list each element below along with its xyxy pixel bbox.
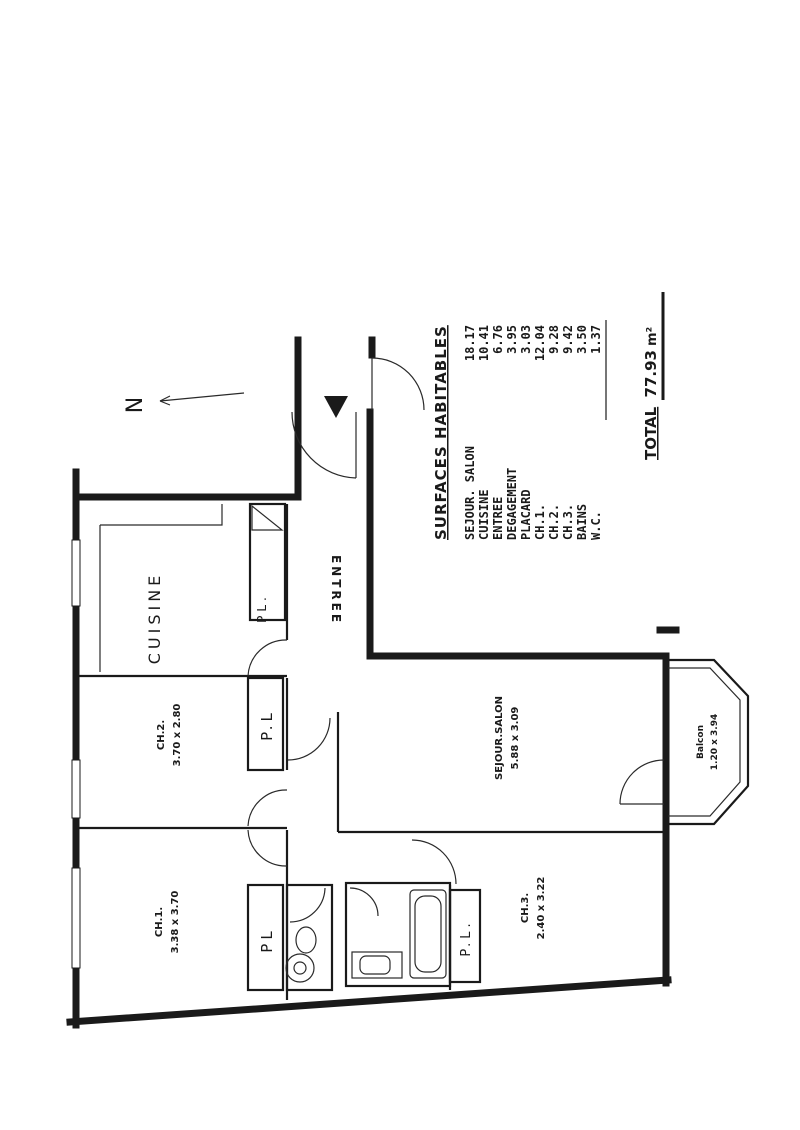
surface-value: 12.04 — [533, 325, 547, 361]
surface-value: 1.37 — [589, 325, 603, 354]
surfaces-row: PLACARD 3.03 — [519, 325, 533, 540]
surfaces-table: SURFACES HABITABLES SEJOUR. SALON 18.17 … — [432, 292, 665, 540]
surface-value: 3.50 — [575, 325, 589, 354]
placard-ch1-label: PL — [258, 927, 276, 952]
surface-value: 3.95 — [505, 325, 519, 354]
placard-cuisine-label: PL. — [255, 593, 269, 623]
surfaces-row: CH.1. 12.04 — [533, 325, 547, 540]
surfaces-title: SURFACES HABITABLES — [432, 325, 450, 540]
surfaces-row: ENTREE 6.76 — [491, 325, 505, 540]
total-unit: m² — [645, 327, 660, 346]
entrance-arrow-icon — [324, 396, 348, 418]
surface-label: CUISINE — [477, 489, 491, 540]
total-label: TOTAL — [642, 406, 660, 460]
doors — [247, 357, 665, 923]
placard-ch2-label: P.L — [258, 709, 276, 741]
room-ch1-dims: 3.38 x 3.70 — [170, 891, 181, 954]
balcony — [668, 658, 750, 826]
balcony-label: Balcon — [696, 725, 706, 759]
north-label: N — [123, 393, 148, 413]
room-entree-label: ENTREE — [329, 555, 343, 625]
surfaces-row: CH.2. 9.28 — [547, 325, 561, 540]
surface-label: SEJOUR. SALON — [463, 446, 477, 540]
surface-value: 3.03 — [519, 325, 533, 354]
surfaces-row: CUISINE 10.41 — [477, 325, 491, 540]
surface-label: W.C. — [589, 511, 603, 540]
surface-value: 9.42 — [561, 325, 575, 354]
room-sejour-dims: 5.88 x 3.09 — [510, 707, 521, 770]
surfaces-row: W.C. 1.37 — [589, 325, 603, 540]
room-ch3-dims: 2.40 x 3.22 — [536, 877, 547, 940]
surface-label: CH.3. — [561, 504, 575, 540]
surfaces-row: SEJOUR. SALON 18.17 — [463, 325, 477, 540]
surface-value: 18.17 — [463, 325, 477, 361]
surface-label: ENTREE — [491, 497, 505, 540]
surface-label: CH.2. — [547, 504, 561, 540]
total-value: 77.93 — [642, 350, 660, 397]
surfaces-row: CH.3. 9.42 — [561, 325, 575, 540]
left-windows — [71, 539, 81, 969]
room-ch2-dims: 3.70 x 2.80 — [172, 704, 183, 767]
surface-value: 9.28 — [547, 325, 561, 354]
north-arrow: N — [123, 392, 245, 413]
placards — [246, 502, 482, 992]
room-ch1-label: CH.1. — [154, 907, 165, 937]
balcony-dims: 1.20 x 3.94 — [710, 714, 720, 770]
surface-label: DEGAGEMENT — [505, 468, 519, 540]
surface-label: CH.1. — [533, 504, 547, 540]
surface-label: BAINS — [575, 504, 589, 540]
surfaces-row: BAINS 3.50 — [575, 325, 589, 540]
room-ch3-label: CH.3. — [520, 893, 531, 923]
surfaces-row: DEGAGEMENT 3.95 — [505, 325, 519, 540]
room-cuisine-label: CUISINE — [145, 572, 164, 665]
interior-walls — [78, 504, 666, 1000]
surface-value: 10.41 — [477, 325, 491, 361]
surface-label: PLACARD — [519, 489, 533, 540]
room-ch2-label: CH.2. — [156, 720, 167, 750]
placard-ch3-label: P.L. — [459, 919, 474, 956]
surface-value: 6.76 — [491, 325, 505, 354]
room-sejour-label: SEJOUR.SALON — [494, 696, 505, 780]
sanitary-fixtures — [285, 889, 447, 983]
